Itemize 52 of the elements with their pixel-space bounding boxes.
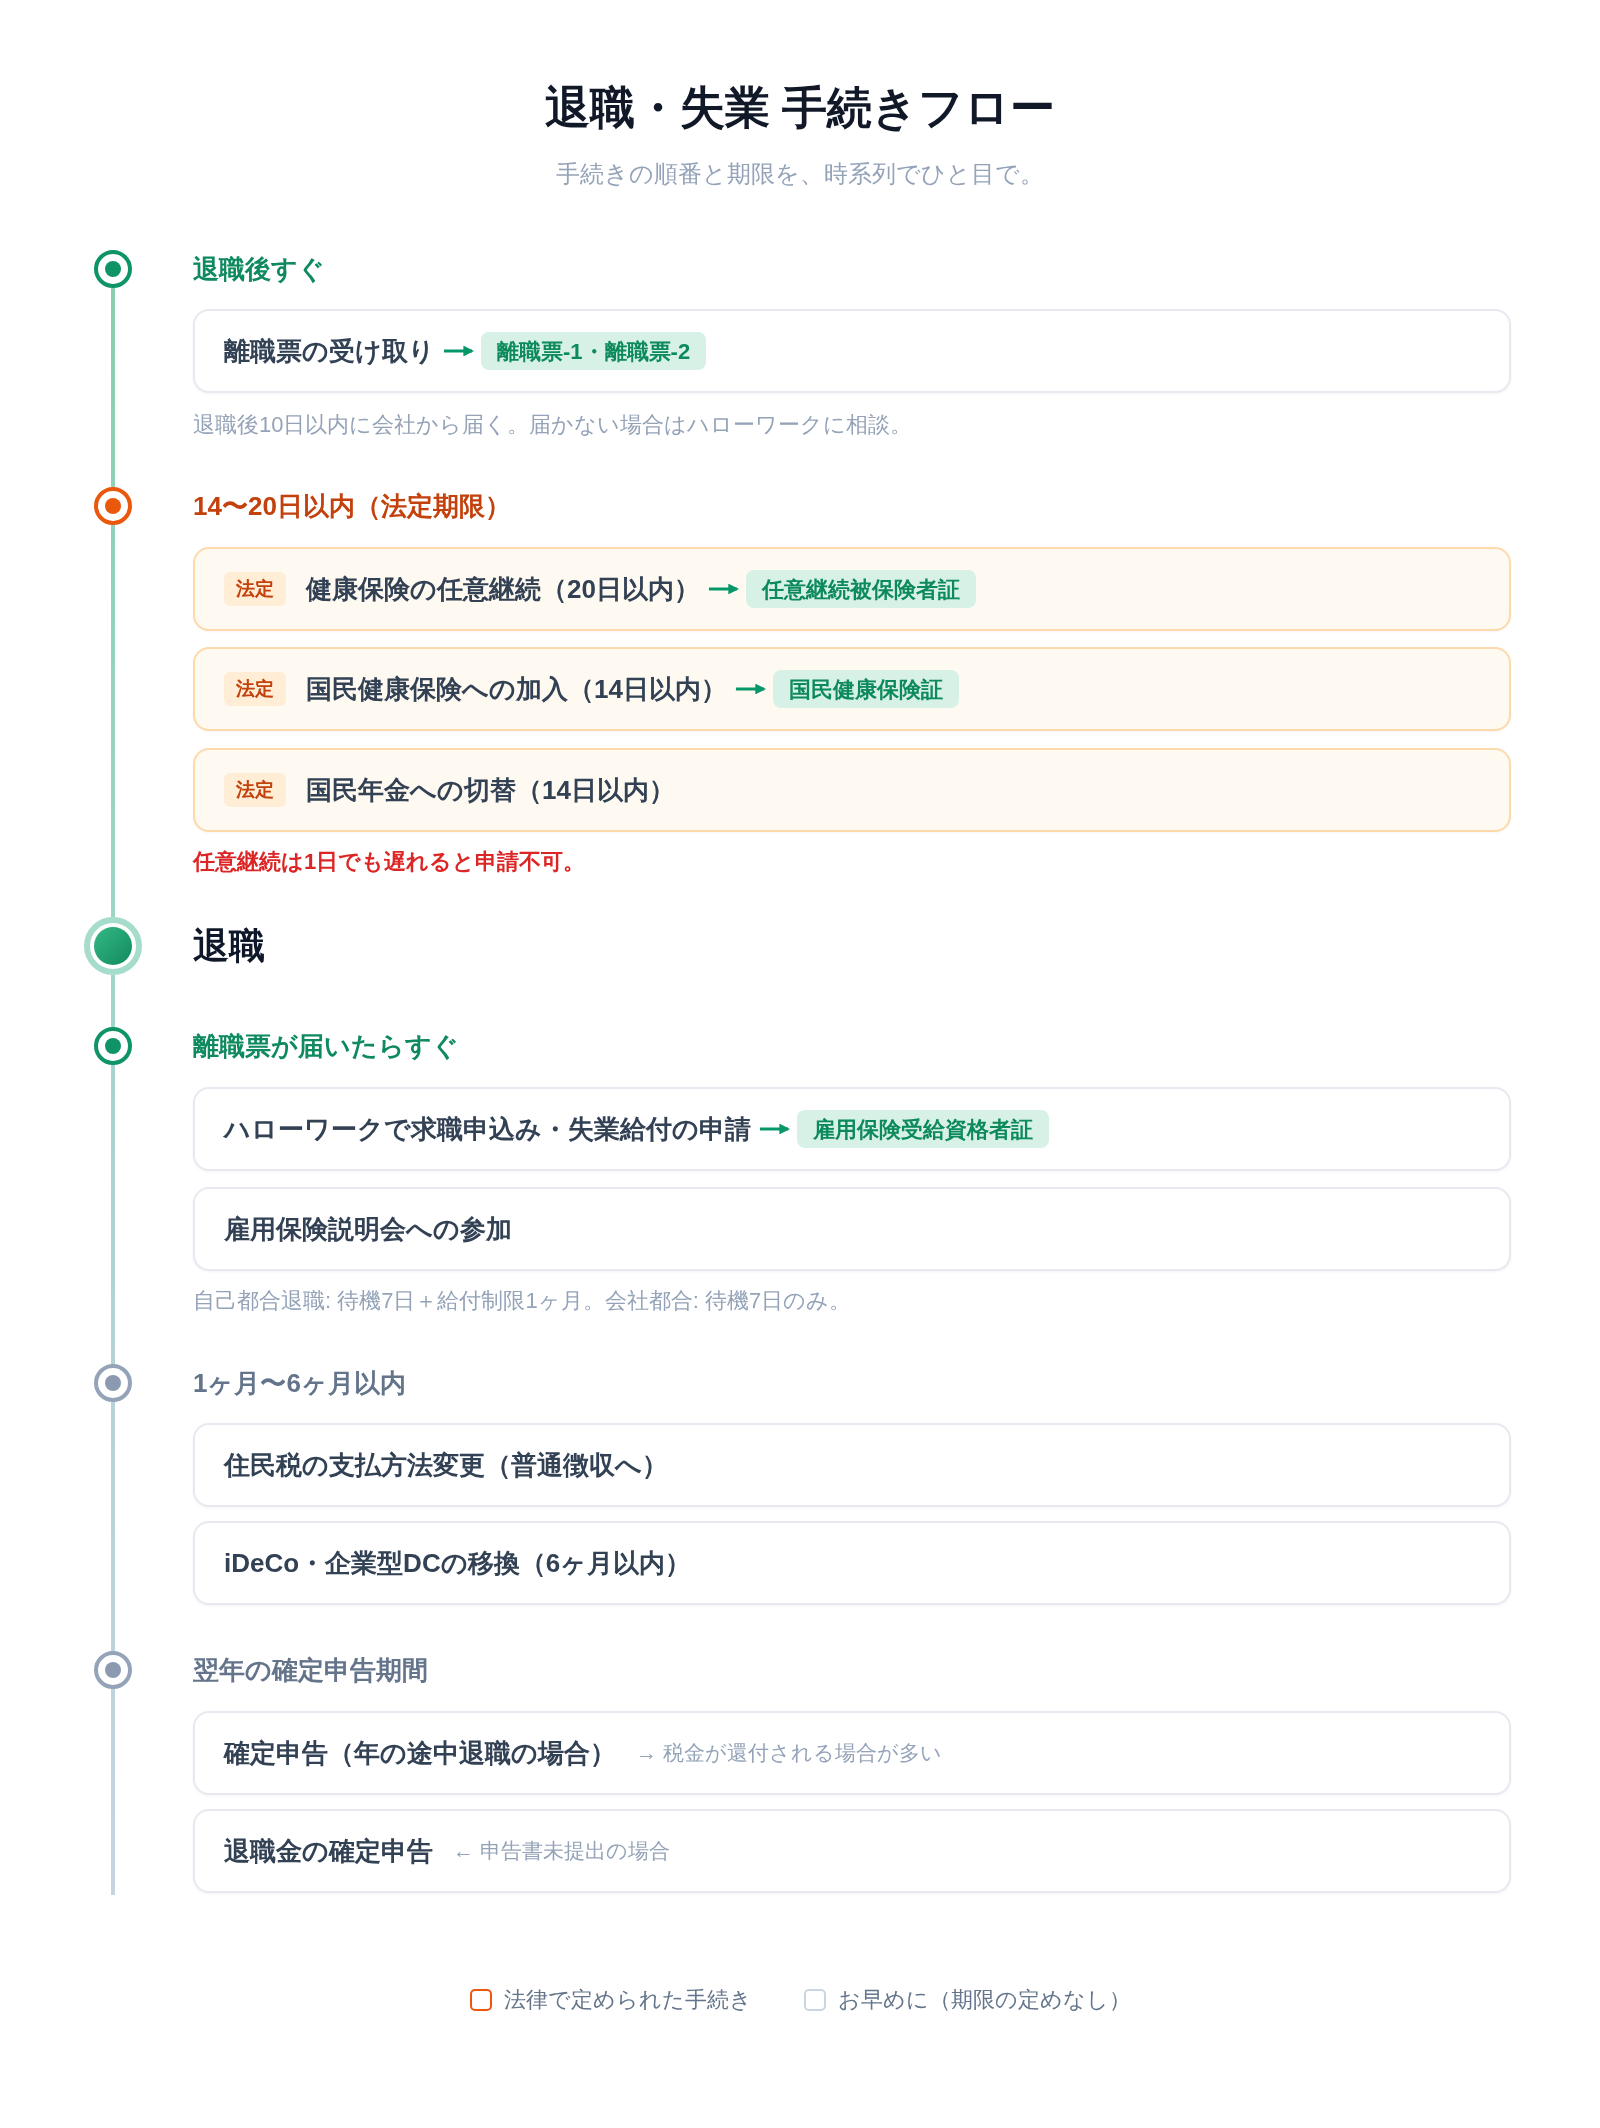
legend-text: 法律で定められた手続き (503, 1986, 752, 2014)
step-label: 国民年金への切替（14日以内） (306, 774, 675, 807)
subtitle: 手続きの順番と期限を、時系列でひと目で。 (556, 159, 1044, 189)
note-text: 自己都合退職: 待機7日＋給付制限1ヶ月。会社都合: 待機7日のみ。 (193, 1287, 852, 1315)
stage-heading: 退職 (193, 924, 265, 968)
stage-heading: 14〜20日以内（法定期限） (193, 490, 511, 522)
timeline-line (111, 1065, 115, 1364)
step-card (193, 1087, 1511, 1171)
step-card (193, 1187, 1511, 1271)
document-tag: 離職票-1・離職票-2 (481, 332, 707, 370)
step-card (193, 1809, 1511, 1893)
warning-text: 任意継続は1日でも遅れると申請不可。 (193, 848, 586, 876)
step-card (193, 1521, 1511, 1605)
arrow (444, 345, 475, 357)
step-card (193, 309, 1511, 393)
legend-text: お早めに（期限の定めなし） (837, 1986, 1131, 2014)
stage-heading: 退職後すぐ (193, 253, 325, 285)
timeline-line (111, 975, 115, 1027)
step-label: iDeCo・企業型DCの移換（6ヶ月以内） (224, 1547, 692, 1580)
legal-badge: 法定 (224, 572, 286, 606)
step-label: 国民健康保険への加入（14日以内） (306, 672, 727, 706)
step-note: ← 申告書未提出の場合 (453, 1838, 670, 1864)
step-label: 確定申告（年の途中退職の場合） (224, 1737, 616, 1770)
step-label: 雇用保険説明会への参加 (224, 1213, 512, 1246)
note-text: 退職後10日以内に会社から届く。届かない場合はハローワークに相談。 (193, 411, 913, 439)
step-card (193, 647, 1511, 731)
timeline-line (111, 1402, 115, 1651)
stage-heading: 翌年の確定申告期間 (193, 1654, 428, 1686)
legal-badge: 法定 (224, 773, 286, 807)
step-label: ハローワークで求職申込み・失業給付の申請 (224, 1112, 751, 1146)
step-card (193, 1711, 1511, 1795)
page-title: 退職・失業 手続きフロー (544, 81, 1056, 135)
step-note: → 税金が還付される場合が多い (636, 1740, 942, 1766)
step-card (193, 1423, 1511, 1507)
step-label: 健康保険の任意継続（20日以内） (306, 572, 700, 606)
timeline-line (111, 1689, 115, 1895)
step-label: 離職票の受け取り (224, 334, 435, 368)
arrow (760, 1123, 791, 1135)
legal-badge: 法定 (224, 672, 286, 706)
arrow (708, 583, 740, 595)
timeline-line (111, 525, 115, 917)
step-label: 退職金の確定申告 (224, 1835, 433, 1868)
document-tag: 国民健康保険証 (772, 670, 959, 708)
timeline-line (111, 288, 115, 487)
step-card (193, 547, 1511, 631)
document-tag: 雇用保険受給資格者証 (797, 1110, 1049, 1148)
stage-heading: 離職票が届いたらすぐ (193, 1030, 459, 1062)
step-label: 住民税の支払方法変更（普通徴収へ） (224, 1449, 668, 1482)
step-card (193, 748, 1511, 832)
arrow (735, 683, 767, 695)
document-tag: 任意継続被保険者証 (745, 570, 976, 608)
stage-heading: 1ヶ月〜6ヶ月以内 (193, 1367, 406, 1399)
